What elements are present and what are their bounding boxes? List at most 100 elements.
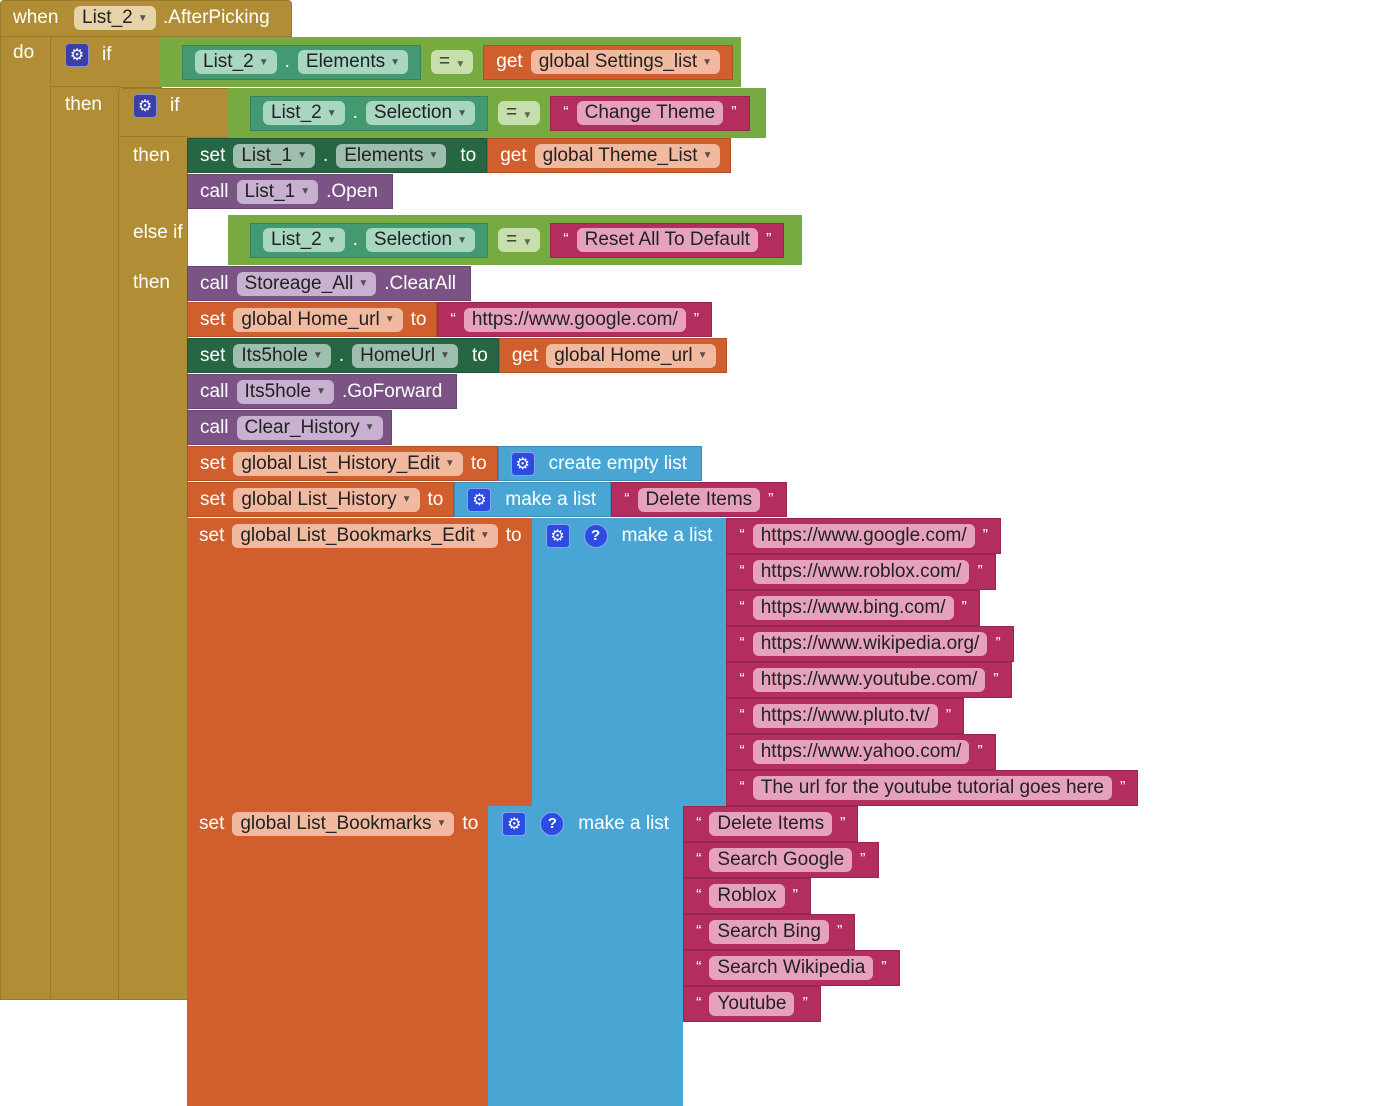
property-dropdown[interactable]: Elements▼ <box>297 50 408 74</box>
text-block[interactable]: “https://www.google.com/” <box>437 302 713 337</box>
property-dropdown[interactable]: HomeUrl▼ <box>352 343 458 368</box>
variable-dropdown[interactable]: global Settings_list▼ <box>530 50 721 74</box>
variable-dropdown[interactable]: global List_Bookmarks▼ <box>232 811 455 836</box>
text-block[interactable]: “https://www.yahoo.com/” <box>726 734 996 770</box>
component-getter-block[interactable]: List_2▼ . Elements▼ <box>182 44 421 80</box>
make-list-block[interactable]: ⚙ ? make a list <box>488 806 684 1106</box>
text-field[interactable]: Roblox <box>709 884 785 908</box>
text-block[interactable]: “Reset All To Default” <box>550 222 785 258</box>
text-field[interactable]: Delete Items <box>709 812 833 836</box>
call-method-block[interactable]: call List_1▼ .Open <box>187 174 393 209</box>
operator-dropdown[interactable]: = ▼ <box>431 50 474 74</box>
operator-dropdown[interactable]: = ▼ <box>497 101 541 125</box>
mutator-gear-icon[interactable]: ⚙ <box>545 523 570 548</box>
text-field[interactable]: https://www.bing.com/ <box>752 596 954 620</box>
component-dropdown[interactable]: List_1▼ <box>233 143 315 168</box>
text-field[interactable]: https://www.google.com/ <box>752 524 975 548</box>
compare-block[interactable]: List_2▼ . Elements▼ = ▼ get global Setti… <box>160 37 741 87</box>
text-field[interactable]: Search Bing <box>709 920 829 944</box>
text-block[interactable]: “Youtube” <box>683 986 821 1022</box>
variable-dropdown[interactable]: global Home_url▼ <box>546 343 716 368</box>
text-field[interactable]: Delete Items <box>637 487 761 512</box>
text-block[interactable]: “Search Bing” <box>683 914 856 950</box>
get-variable-block[interactable]: get global Settings_list▼ <box>483 44 734 80</box>
set-variable-block[interactable]: set global List_History_Edit▼ to <box>187 446 498 481</box>
text-field[interactable]: https://www.pluto.tv/ <box>752 704 938 728</box>
text-block[interactable]: “https://www.roblox.com/” <box>726 554 996 590</box>
text-block[interactable]: “Roblox” <box>683 878 811 914</box>
inner-if-body[interactable] <box>118 136 188 1000</box>
mutator-gear-icon[interactable]: ⚙ <box>467 487 492 512</box>
call-procedure-block[interactable]: call Clear_History▼ <box>187 410 392 445</box>
text-field[interactable]: https://www.google.com/ <box>463 307 686 332</box>
set-variable-block[interactable]: set global Home_url▼ to <box>187 302 438 337</box>
compare-block[interactable]: List_2▼ . Selection▼ = ▼ “Change Theme” <box>228 88 766 138</box>
text-field[interactable]: Reset All To Default <box>576 228 759 252</box>
component-dropdown[interactable]: List_2▼ <box>263 101 345 125</box>
component-dropdown[interactable]: Storeage_All▼ <box>236 271 377 296</box>
mutator-gear-icon[interactable]: ⚙ <box>502 811 527 836</box>
mutator-gear-icon[interactable]: ⚙ <box>510 451 535 476</box>
text-block[interactable]: “Delete Items” <box>611 482 787 517</box>
text-block[interactable]: “Delete Items” <box>683 806 859 842</box>
event-component-dropdown[interactable]: List_2▼ <box>74 6 156 30</box>
mutator-gear-icon[interactable]: ⚙ <box>65 43 89 67</box>
make-list-block[interactable]: ⚙ make a list <box>454 482 612 517</box>
component-getter-block[interactable]: List_2▼ . Selection▼ <box>250 222 488 258</box>
compare-block[interactable]: List_2▼ . Selection▼ = ▼ “Reset All To D… <box>228 215 802 265</box>
text-field[interactable]: Change Theme <box>576 101 724 125</box>
create-empty-list-block[interactable]: ⚙ create empty list <box>497 446 702 481</box>
text-block[interactable]: “https://www.wikipedia.org/” <box>726 626 1014 662</box>
text-field[interactable]: The url for the youtube tutorial goes he… <box>752 776 1112 800</box>
component-dropdown[interactable]: List_2▼ <box>263 228 345 252</box>
text-block[interactable]: “Search Wikipedia” <box>683 950 900 986</box>
text-block[interactable]: “https://www.bing.com/” <box>726 590 980 626</box>
mutator-gear-icon[interactable]: ⚙ <box>133 94 157 118</box>
make-list-block[interactable]: ⚙ ? make a list <box>531 518 727 806</box>
set-component-block[interactable]: set List_1▼ . Elements▼ to <box>187 138 488 173</box>
component-dropdown[interactable]: Its5hole▼ <box>233 343 331 368</box>
text-block[interactable]: “https://www.youtube.com/” <box>726 662 1012 698</box>
outer-if-body[interactable] <box>50 86 120 1000</box>
call-method-block[interactable]: call Storeage_All▼ .ClearAll <box>187 266 472 301</box>
close-quote: ” <box>982 527 988 544</box>
procedure-dropdown[interactable]: Clear_History▼ <box>236 415 383 440</box>
help-icon[interactable]: ? <box>540 811 565 836</box>
component-dropdown[interactable]: List_1▼ <box>236 179 319 204</box>
variable-dropdown[interactable]: global List_History_Edit▼ <box>233 451 463 476</box>
text-block[interactable]: “Search Google” <box>683 842 879 878</box>
close-quote: ” <box>768 490 774 508</box>
text-field[interactable]: Search Wikipedia <box>709 956 874 980</box>
component-getter-block[interactable]: List_2▼ . Selection▼ <box>250 95 488 131</box>
set-variable-block[interactable]: set global List_Bookmarks_Edit▼ to <box>187 518 532 806</box>
set-variable-block[interactable]: set global List_Bookmarks▼ to <box>187 806 489 1106</box>
property-dropdown[interactable]: Elements▼ <box>336 143 447 168</box>
text-field[interactable]: https://www.wikipedia.org/ <box>752 632 988 656</box>
operator-dropdown[interactable]: = ▼ <box>497 228 541 252</box>
variable-dropdown[interactable]: global Theme_List▼ <box>534 143 721 168</box>
variable-dropdown[interactable]: global Home_url▼ <box>233 307 403 332</box>
text-field[interactable]: Youtube <box>709 992 795 1016</box>
get-variable-block[interactable]: get global Home_url▼ <box>498 338 727 373</box>
text-field[interactable]: https://www.yahoo.com/ <box>752 740 970 764</box>
set-variable-block[interactable]: set global List_History▼ to <box>187 482 455 517</box>
component-dropdown[interactable]: List_2▼ <box>195 50 277 74</box>
text-field[interactable]: https://www.roblox.com/ <box>752 560 970 584</box>
variable-dropdown[interactable]: global List_Bookmarks_Edit▼ <box>232 523 498 548</box>
text-field[interactable]: Search Google <box>709 848 853 872</box>
get-variable-block[interactable]: get global Theme_List▼ <box>487 138 732 173</box>
to-label: to <box>410 308 427 330</box>
text-block[interactable]: “Change Theme” <box>550 95 750 131</box>
text-field[interactable]: https://www.youtube.com/ <box>752 668 986 692</box>
call-method-block[interactable]: call Its5hole▼ .GoForward <box>187 374 458 409</box>
set-component-block[interactable]: set Its5hole▼ . HomeUrl▼ to <box>187 338 499 373</box>
text-block[interactable]: “https://www.pluto.tv/” <box>726 698 965 734</box>
variable-dropdown[interactable]: global List_History▼ <box>233 487 420 512</box>
component-dropdown[interactable]: Its5hole▼ <box>236 379 334 404</box>
help-icon[interactable]: ? <box>583 523 608 548</box>
property-dropdown[interactable]: Selection▼ <box>365 228 475 252</box>
property-dropdown[interactable]: Selection▼ <box>365 101 475 125</box>
text-block[interactable]: “The url for the youtube tutorial goes h… <box>726 770 1139 806</box>
text-block[interactable]: “https://www.google.com/” <box>726 518 1001 554</box>
event-block-body[interactable] <box>0 36 52 1000</box>
